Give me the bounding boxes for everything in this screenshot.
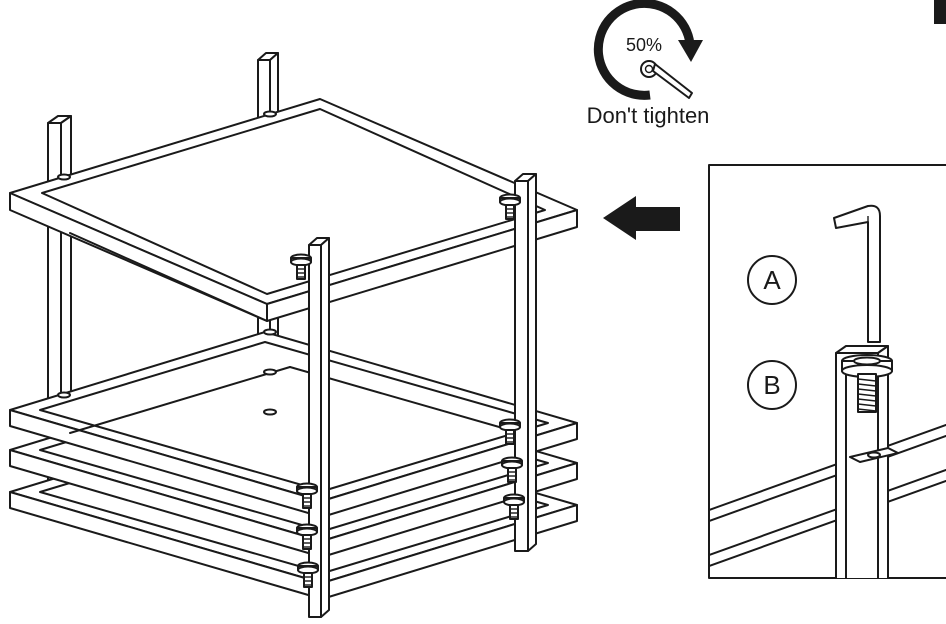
back-post-connectors	[57, 110, 277, 416]
detail-rail	[709, 424, 946, 567]
bolt-icon	[503, 493, 525, 520]
arrow-left-icon	[603, 196, 680, 240]
torque-percent-label: 50%	[626, 35, 662, 55]
allen-key-icon	[833, 204, 881, 343]
bolt-icon	[296, 523, 318, 550]
callout-b-label: B	[763, 370, 780, 400]
rotate-arrow-icon	[593, 0, 703, 100]
lower-frame-1	[9, 331, 578, 518]
detail-panel: A B	[708, 164, 946, 579]
frame-assembly	[9, 52, 578, 618]
bolt-icon	[841, 354, 893, 413]
bolt-icon	[501, 456, 523, 483]
wrench-icon	[640, 60, 693, 99]
page-corner-tab	[934, 0, 946, 24]
bolt-icon	[290, 253, 312, 280]
bolt-group	[290, 193, 525, 588]
bolt-icon	[499, 418, 521, 445]
bolt-icon	[499, 193, 521, 220]
detail-panel-border	[708, 164, 946, 579]
bolt-icon	[296, 482, 318, 509]
torque-note: 50% Don't tighten	[587, 0, 710, 128]
bolt-icon	[297, 561, 319, 588]
front-center-post	[308, 237, 330, 618]
top-frame	[9, 98, 578, 322]
callout-a: A	[747, 255, 797, 305]
callout-a-label: A	[763, 265, 781, 295]
torque-caption: Don't tighten	[587, 103, 710, 128]
callout-b: B	[747, 360, 797, 410]
